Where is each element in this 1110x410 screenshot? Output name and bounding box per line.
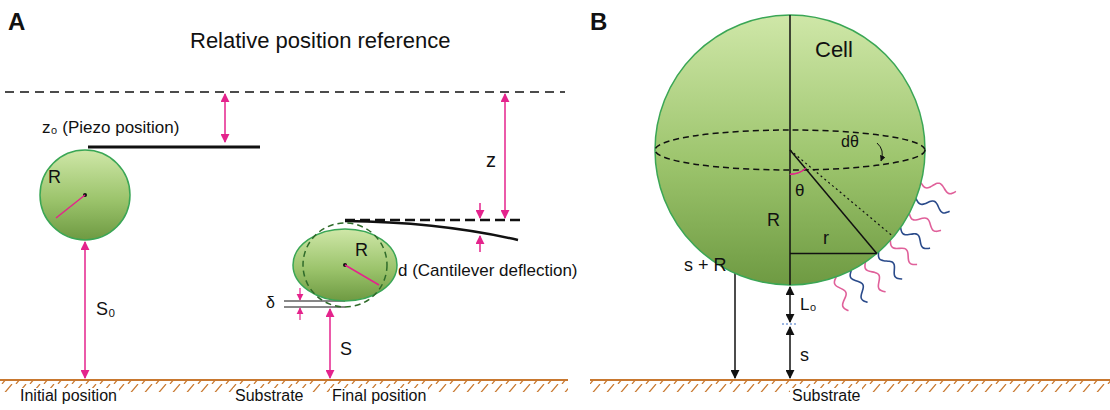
piezo-label: z₀ (Piezo position)	[42, 119, 179, 136]
substrate-line	[0, 379, 568, 381]
tether-length-label: L₀	[800, 296, 817, 313]
tether	[850, 270, 867, 302]
deflection-arrow	[479, 236, 481, 252]
panel-letter: B	[590, 10, 607, 34]
tether	[878, 252, 902, 279]
position-label: Final position	[330, 388, 428, 404]
symbol-label: R	[48, 168, 61, 186]
cell-sphere: Cell θ dθRr	[655, 15, 925, 285]
cantilever	[88, 146, 260, 149]
cell-outline	[655, 15, 925, 285]
symbol-label: Cell	[815, 39, 853, 61]
cell-outline	[293, 229, 397, 301]
symbol-label: R	[767, 211, 780, 229]
panel-letter: A	[8, 10, 25, 34]
delta-arrow	[299, 308, 300, 320]
reference-label: Relative position reference	[190, 30, 450, 52]
deformation-label: δ	[266, 295, 275, 311]
deflection-label: d (Cantilever deflection)	[398, 262, 578, 279]
symbol-label: dθ	[841, 134, 859, 150]
distance-label: s	[800, 346, 809, 364]
distance-label: z	[486, 150, 496, 170]
symbol-label: r	[823, 229, 829, 247]
reference-line	[5, 91, 565, 93]
distance-label: S	[340, 340, 352, 358]
tether	[901, 227, 930, 248]
dimension-arrow	[224, 94, 226, 142]
tether	[916, 198, 950, 213]
substrate-label: Substrate	[233, 388, 305, 404]
dimension-arrow	[789, 287, 791, 322]
cell-deformed: R	[293, 229, 397, 301]
substrate-label: Substrate	[790, 388, 862, 404]
tether	[834, 277, 848, 311]
tether	[909, 213, 941, 231]
position-label: Initial position	[18, 388, 119, 404]
delta-arrow	[299, 288, 300, 300]
cell-outline	[40, 150, 130, 240]
tether	[865, 262, 886, 292]
deflection-arrow	[479, 203, 481, 218]
tether-length-guide	[782, 324, 798, 325]
dimension-arrow	[84, 242, 86, 378]
dimension-arrow	[504, 94, 506, 218]
cell-initial: R	[40, 150, 130, 240]
substrate-line	[590, 379, 1110, 381]
tether	[921, 183, 956, 194]
distance-label: s + R	[684, 256, 727, 274]
dimension-arrow	[329, 309, 331, 378]
dimension-arrow	[789, 327, 791, 378]
symbol-label: θ	[795, 182, 804, 199]
tether	[890, 240, 917, 264]
symbol-label: R	[355, 241, 368, 259]
distance-label: S₀	[96, 300, 115, 318]
